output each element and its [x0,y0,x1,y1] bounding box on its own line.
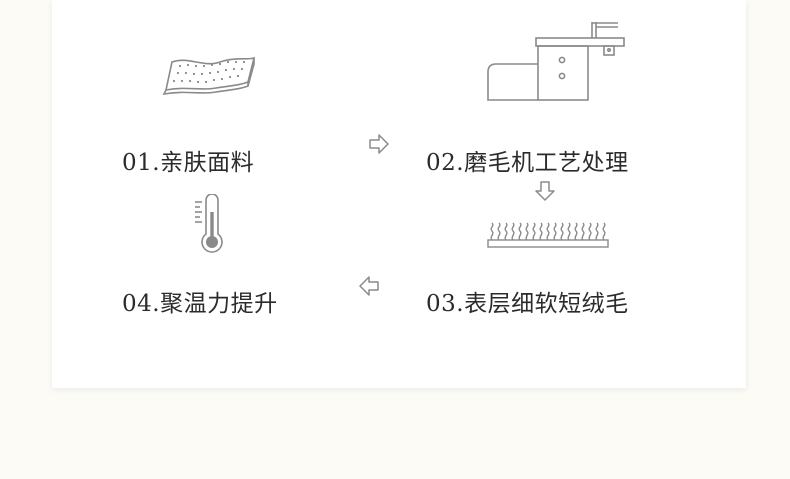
process-card: 01.亲肤面料 02.磨毛机工艺处理 [52,0,746,388]
fabric-icon [162,56,256,96]
arrow-right-icon [369,134,389,154]
step-01-label: 01.亲肤面料 [122,150,255,176]
thermometer-icon [195,194,223,253]
arrow-left-icon [359,276,379,296]
brushing-machine-icon [487,22,625,101]
step-02-label: 02.磨毛机工艺处理 [426,150,629,176]
step-03-label: 03.表层细软短绒毛 [426,291,629,317]
short-fleece-icon [487,222,609,248]
step-04-label: 04.聚温力提升 [122,291,278,317]
arrow-down-icon [535,181,555,201]
